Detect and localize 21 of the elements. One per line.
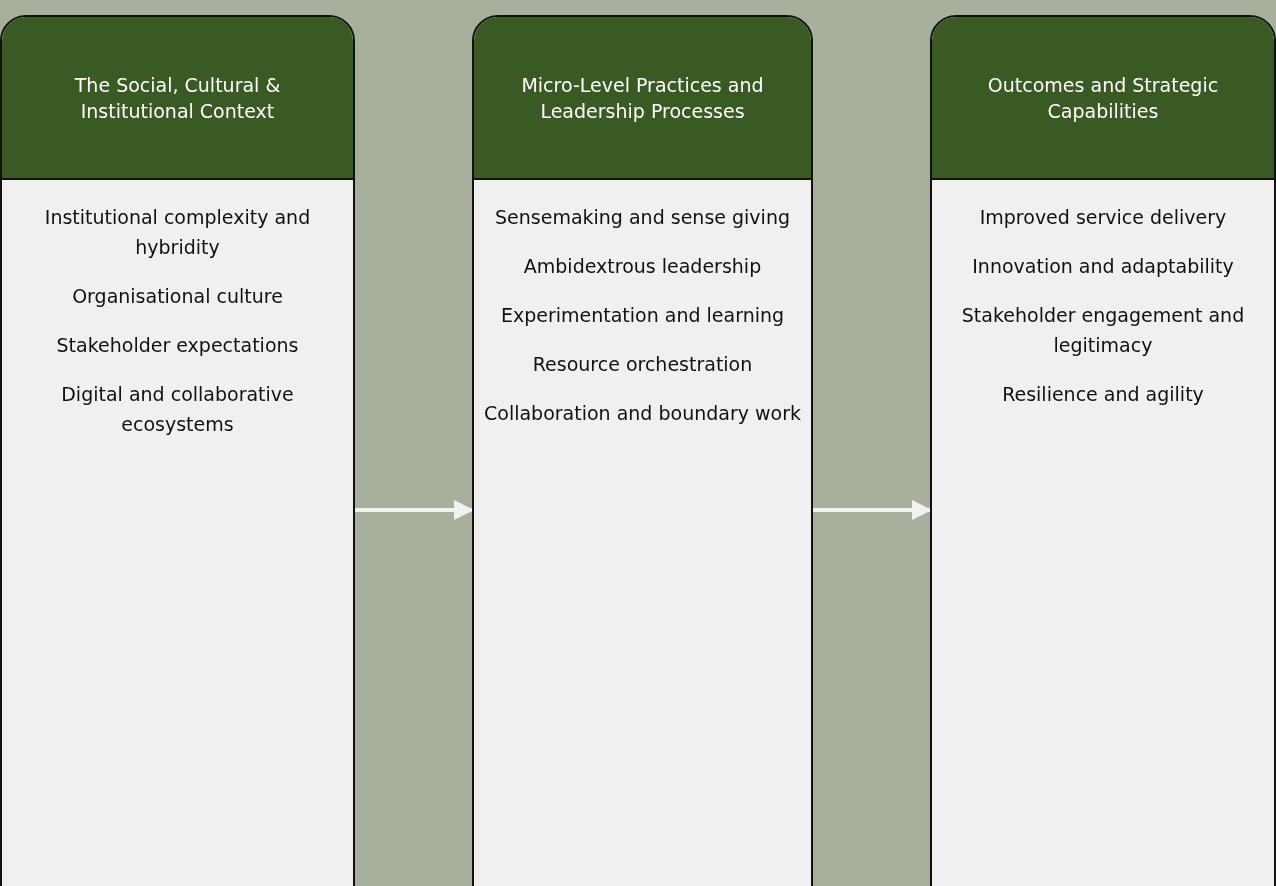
- list-item: Digital and collaborative ecosystems: [60, 382, 295, 437]
- list-item: Organisational culture: [71, 284, 284, 309]
- list-item: Stakeholder expectations: [55, 333, 300, 358]
- list-item: Sensemaking and sense giving: [494, 205, 791, 230]
- list-item: Improved service delivery: [978, 205, 1228, 230]
- arrow: [813, 500, 932, 520]
- column-heading: Micro-Level Practices and Leadership Processes: [520, 72, 765, 124]
- column-heading: Outcomes and Strategic Capabilities: [986, 72, 1220, 124]
- list-item: Collaboration and boundary work: [483, 401, 802, 426]
- list-item: Innovation and adaptability: [971, 254, 1235, 279]
- list-item: Resource orchestration: [531, 352, 754, 377]
- column-panel: [930, 15, 1276, 886]
- list-item: Resilience and agility: [1001, 382, 1205, 407]
- arrow: [355, 500, 474, 520]
- list-item: Institutional complexity and hybridity: [43, 205, 312, 260]
- list-item: Stakeholder engagement and legitimacy: [960, 303, 1246, 358]
- column-panel: [0, 15, 355, 886]
- list-item: Experimentation and learning: [499, 303, 786, 328]
- column-panel: [472, 15, 813, 886]
- column-heading: The Social, Cultural & Institutional Context: [73, 72, 282, 124]
- list-item: Ambidextrous leadership: [522, 254, 763, 279]
